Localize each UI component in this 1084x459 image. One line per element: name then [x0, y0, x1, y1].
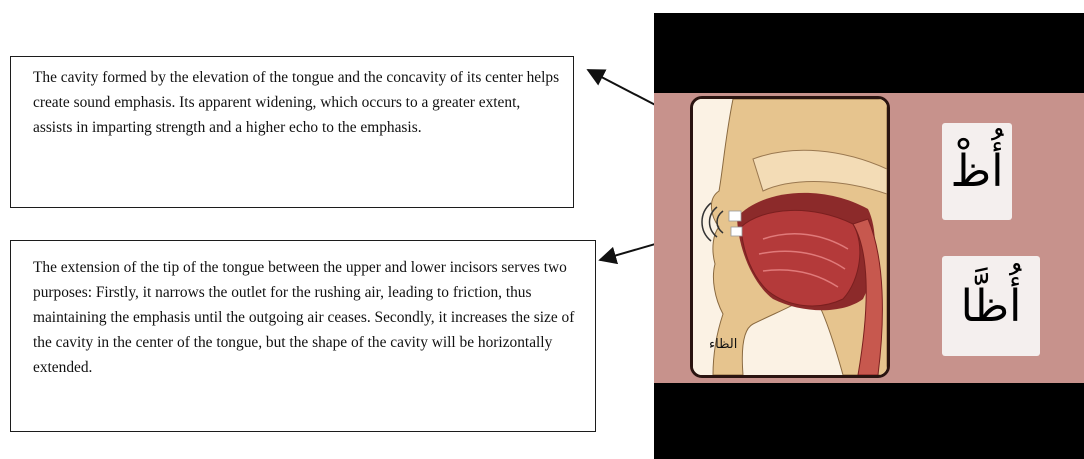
mouth-cross-section-figure [693, 99, 887, 375]
upper-incisors [729, 211, 741, 221]
pronunciation-panel: الظاء أُظْ أُظَّا [654, 13, 1084, 459]
letter-card-shadda: أُظَّا [942, 256, 1040, 356]
tongue-tip-explanation-box: The extension of the tip of the tongue b… [10, 240, 596, 432]
panel-band: الظاء أُظْ أُظَّا [654, 93, 1084, 383]
cavity-explanation-box: The cavity formed by the elevation of th… [10, 56, 574, 208]
figure-letter-label: الظاء [709, 337, 737, 352]
lower-incisors [731, 227, 742, 236]
mouth-diagram-frame: الظاء [690, 96, 890, 378]
letter-card-sukun: أُظْ [942, 123, 1012, 220]
